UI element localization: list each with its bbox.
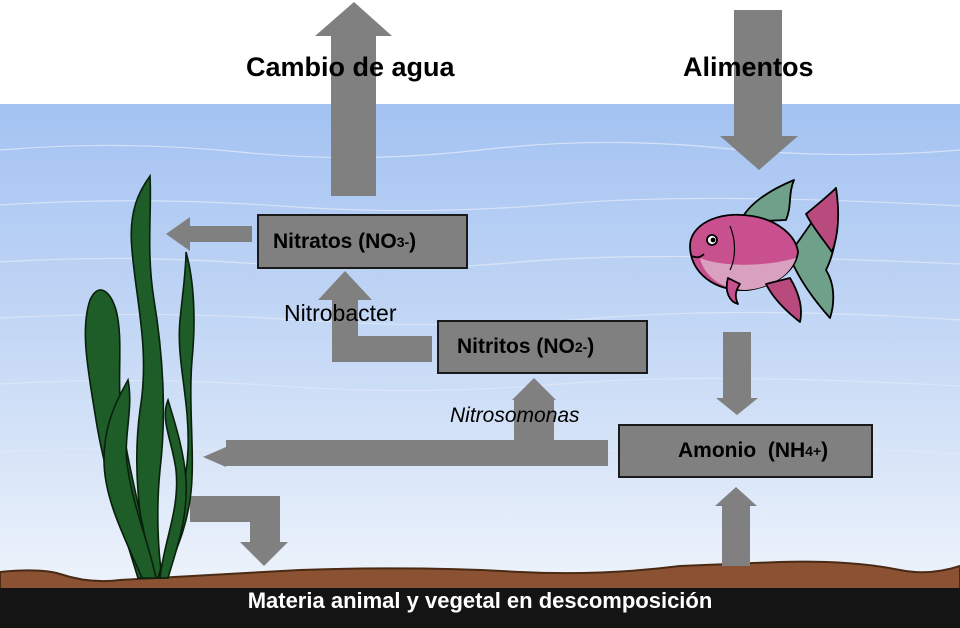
nitrosomonas-label: Nitrosomonas (450, 404, 580, 427)
nitrite-to-nitrate-arrow (318, 271, 432, 362)
food-label: Alimentos (683, 52, 814, 82)
water-change-arrow (315, 2, 392, 196)
nitrates-name: Nitratos (NO (273, 229, 397, 253)
nitrites-name: Nitritos (NO (457, 335, 575, 358)
ammonium-to-nitrite-arrow (203, 378, 608, 467)
bottom-band (0, 588, 960, 628)
decomposition-label: Materia animal y vegetal en descomposici… (247, 588, 713, 613)
ammonium-name: Amonio (NH (678, 439, 806, 462)
plant-to-sediment-arrow (190, 496, 288, 566)
nitrates-close: ) (409, 229, 417, 253)
sediment-to-ammonium-arrow (715, 487, 757, 566)
fish-icon (689, 179, 839, 323)
nitrate-to-plant-arrow (166, 217, 252, 251)
fish-to-ammonium-arrow (716, 332, 758, 415)
food-arrow (720, 10, 798, 170)
ammonium-close: ) (821, 439, 829, 462)
water-change-label: Cambio de agua (246, 52, 455, 82)
seaweed-icon (84, 173, 195, 579)
nitrites-close: ) (587, 335, 595, 358)
nitrobacter-label: Nitrobacter (284, 300, 397, 326)
